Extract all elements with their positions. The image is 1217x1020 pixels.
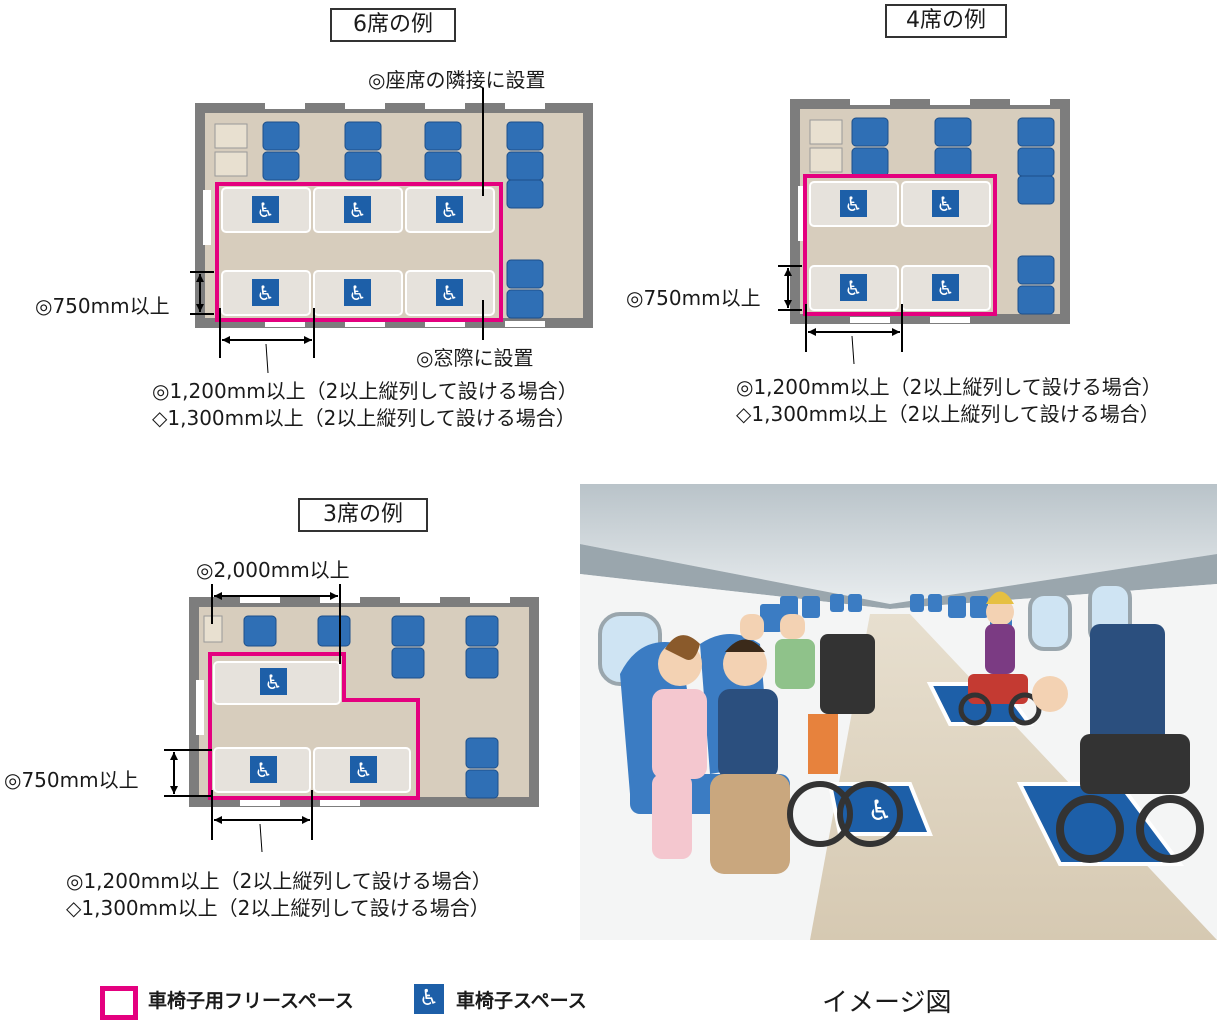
three-seat-plan: ♿ ♿ ♿ — [189, 597, 539, 807]
svg-text:♿: ♿ — [867, 794, 892, 827]
svg-text:♿: ♿ — [845, 192, 863, 216]
six-note-adjacent: ◎座席の隣接に設置 — [368, 68, 546, 92]
six-length-note: ◎1,200mm以上（2以上縦列して設ける場合） ◇1,300mm以上（2以上縦… — [152, 378, 578, 432]
four-dimension-marks — [778, 265, 903, 365]
wheelchair-legend-icon: ♿ — [414, 984, 444, 1014]
three-length-note: ◎1,200mm以上（2以上縦列して設ける場合） ◇1,300mm以上（2以上縦… — [66, 868, 492, 922]
three-length-line-1: ◎1,200mm以上（2以上縦列して設ける場合） — [66, 869, 492, 893]
wheelchair-legend-label: 車椅子スペース — [456, 990, 587, 1012]
svg-text:♿: ♿ — [845, 276, 863, 300]
free-space-legend-label: 車椅子用フリースペース — [148, 990, 354, 1012]
svg-text:♿: ♿ — [349, 281, 367, 305]
svg-text:♿: ♿ — [441, 281, 459, 305]
six-seat-title: 6席の例 — [330, 8, 456, 42]
six-dimension-marks — [190, 271, 315, 374]
four-width-label: ◎750mm以上 — [626, 286, 761, 310]
svg-text:♿: ♿ — [441, 198, 459, 222]
three-width-label: ◎750mm以上 — [4, 768, 139, 792]
svg-text:♿: ♿ — [349, 198, 367, 222]
image-caption: イメージ図 — [822, 988, 952, 1018]
four-length-line-1: ◎1,200mm以上（2以上縦列して設ける場合） — [736, 375, 1162, 399]
three-length-line-2: ◇1,300mm以上（2以上縦列して設ける場合） — [66, 896, 490, 920]
svg-text:♿: ♿ — [257, 281, 275, 305]
free-space-legend-swatch — [100, 986, 138, 1020]
cabin-illustration: ♿ — [580, 484, 1217, 940]
four-length-note: ◎1,200mm以上（2以上縦列して設ける場合） ◇1,300mm以上（2以上縦… — [736, 374, 1162, 428]
six-length-line-1: ◎1,200mm以上（2以上縦列して設ける場合） — [152, 379, 578, 403]
svg-text:♿: ♿ — [937, 276, 955, 300]
six-seat-plan: ♿ ♿ ♿ ♿ ♿ ♿ — [195, 88, 593, 340]
four-length-line-2: ◇1,300mm以上（2以上縦列して設ける場合） — [736, 402, 1160, 426]
three-dimension-marks — [164, 584, 341, 853]
six-note-window: ◎窓際に設置 — [416, 346, 534, 370]
svg-text:♿: ♿ — [257, 198, 275, 222]
svg-text:♿: ♿ — [255, 758, 273, 782]
six-length-line-2: ◇1,300mm以上（2以上縦列して設ける場合） — [152, 406, 576, 430]
four-seat-title: 4席の例 — [885, 4, 1007, 38]
svg-text:♿: ♿ — [937, 192, 955, 216]
six-width-label: ◎750mm以上 — [35, 294, 170, 318]
three-top-label: ◎2,000mm以上 — [196, 558, 350, 582]
svg-text:♿: ♿ — [355, 758, 373, 782]
svg-text:♿: ♿ — [265, 670, 283, 694]
four-seat-plan: ♿ ♿ ♿ ♿ — [790, 99, 1070, 324]
three-seat-title: 3席の例 — [298, 498, 428, 532]
